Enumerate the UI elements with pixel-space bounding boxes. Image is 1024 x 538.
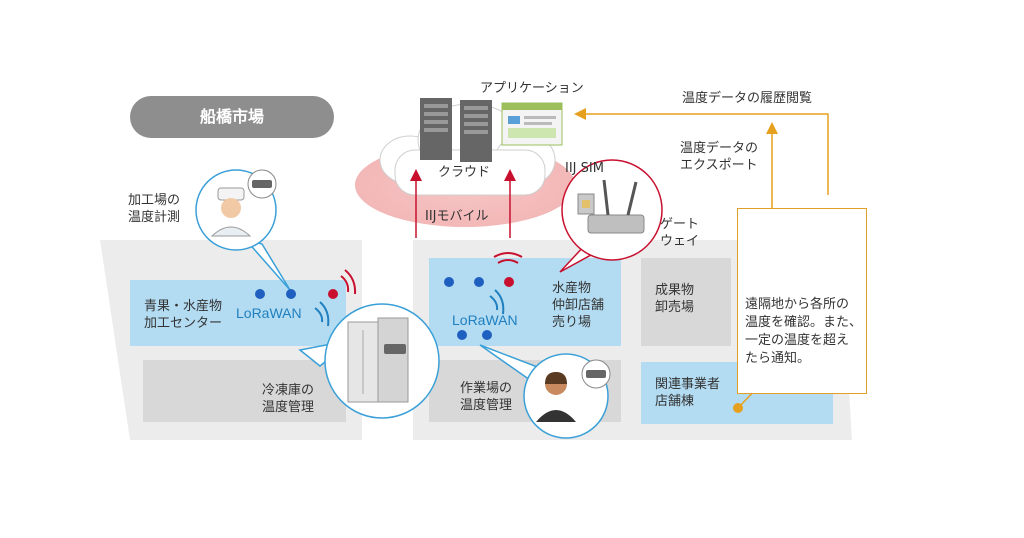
- cloud-label: クラウド: [438, 165, 491, 180]
- gateway-dot: [328, 289, 338, 299]
- radio-wave-icon: [314, 289, 505, 327]
- zone-processing-center: [130, 280, 346, 346]
- export-flow-label: 温度データの エクスポート: [680, 141, 759, 173]
- server-icon: [420, 98, 492, 162]
- worker-icon: [536, 372, 576, 422]
- application-window-icon: [501, 102, 563, 146]
- gateway-dot: [504, 277, 514, 287]
- chef-icon: [210, 187, 252, 237]
- market-title: 船橋市場: [130, 96, 334, 138]
- sensor-dot: [474, 277, 484, 287]
- mobile-label: IIJモバイル: [425, 209, 489, 224]
- sensor-dot: [457, 330, 467, 340]
- sensor-icon-processing: [247, 169, 277, 199]
- zone-produce-market: [641, 258, 731, 346]
- gateway-bubble: [561, 159, 663, 261]
- produce-market-label: 成果物 卸売場: [655, 283, 695, 315]
- processing-plant-label: 加工場の 温度計測: [128, 193, 181, 225]
- lorawan-label-right: LoRaWAN: [452, 312, 518, 328]
- related-stores-label: 関連事業者 店舗棟: [655, 377, 721, 409]
- lorawan-label-left: LoRaWAN: [236, 305, 302, 321]
- sensor-dot: [286, 289, 296, 299]
- zone-freezer: [143, 360, 346, 422]
- radio-wave-icon: [340, 252, 523, 295]
- remote-monitoring-callout: [737, 208, 867, 394]
- related-store-sensor: [733, 403, 743, 413]
- gateway-router-icon: [587, 179, 645, 234]
- gateway-label: ゲート ウェイ: [660, 217, 700, 249]
- freezer-label: 冷凍庫の 温度管理: [262, 383, 315, 415]
- processing-center-label: 青果・水産物 加工センター: [144, 299, 223, 331]
- work-area-label: 作業場の 温度管理: [460, 381, 513, 413]
- sensor-dot: [482, 330, 492, 340]
- remote-monitoring-text: 遠隔地から各所の 温度を確認。また、 一定の温度を超え たら通知。: [745, 297, 863, 366]
- history-flow-arrow: [574, 108, 829, 195]
- application-label: アプリケーション: [480, 81, 584, 96]
- seafood-store-label: 水産物 仲卸店舗 売り場: [552, 281, 605, 330]
- sensor-dot: [444, 277, 454, 287]
- sensor-icon-work-area: [581, 359, 611, 389]
- sensor-icon-freezer: [384, 344, 406, 354]
- history-flow-label: 温度データの履歴閲覧: [682, 91, 813, 106]
- sensor-dot: [255, 289, 265, 299]
- sim-label: IIJ SIM: [565, 161, 604, 176]
- freezer-icon: [347, 317, 409, 403]
- sim-card-icon: [577, 193, 595, 215]
